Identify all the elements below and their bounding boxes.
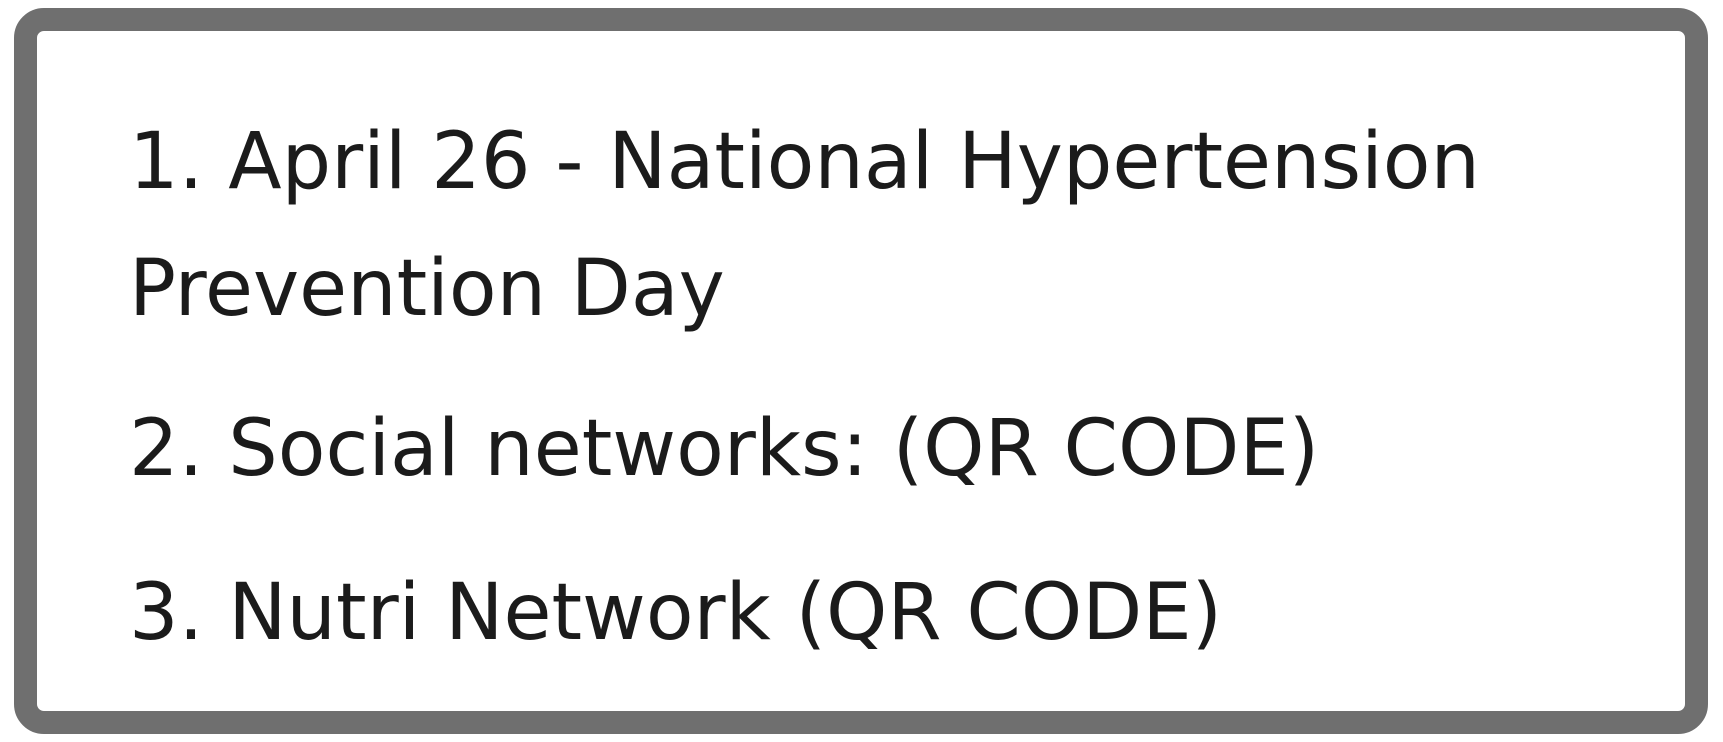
- list-item-nutri-network: 3. Nutri Network (QR CODE): [129, 568, 1223, 658]
- info-card: 1. April 26 - National Hypertension Prev…: [14, 8, 1708, 734]
- info-list: 1. April 26 - National Hypertension Prev…: [129, 99, 1629, 677]
- list-item-hypertension-day: 1. April 26 - National Hypertension Prev…: [129, 117, 1480, 334]
- list-item-social-networks: 2. Social networks: (QR CODE): [129, 404, 1320, 494]
